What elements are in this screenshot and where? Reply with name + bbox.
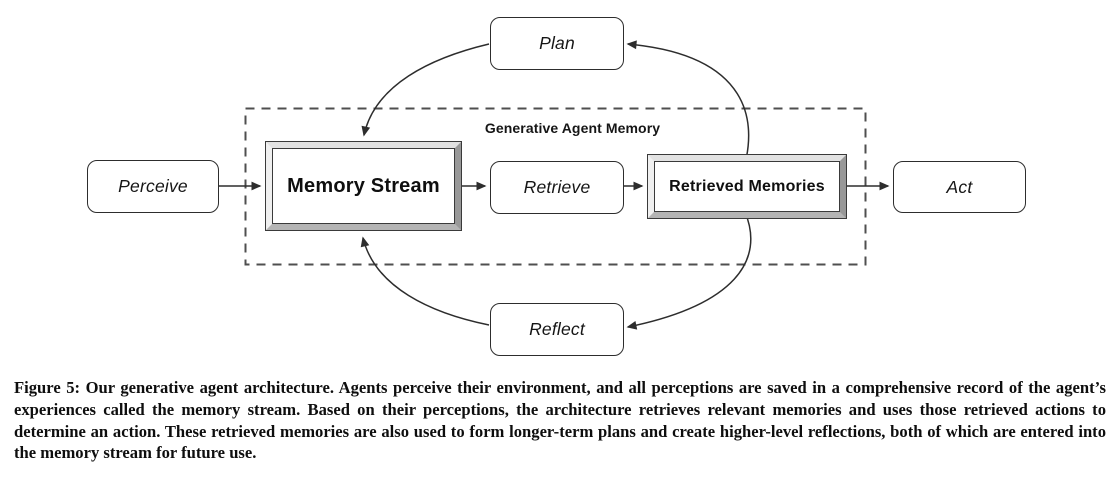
plan-node-label: Plan: [539, 33, 575, 53]
perceive-node: Perceive: [87, 160, 219, 213]
memory-stream-bevel: Memory Stream: [266, 142, 461, 230]
retrieved-memories-bevel: Retrieved Memories: [648, 155, 846, 218]
retrieve-node: Retrieve: [490, 161, 624, 214]
memory-stream-node-label: Memory Stream: [272, 148, 455, 224]
memory-stream-node: Memory Stream: [265, 141, 462, 231]
plan-node: Plan: [490, 17, 624, 70]
act-node: Act: [893, 161, 1026, 213]
retrieve-node-label: Retrieve: [523, 177, 591, 197]
perceive-node-label: Perceive: [118, 176, 188, 196]
reflect-node-label: Reflect: [529, 319, 585, 339]
generative-agent-memory-label: Generative Agent Memory: [484, 120, 661, 136]
retrieved-memories-node: Retrieved Memories: [647, 154, 847, 219]
figure-caption: Figure 5: Our generative agent architect…: [14, 378, 1106, 463]
arrow-reflect-to-memory-stream: [360, 236, 490, 326]
arrow-plan-to-memory-stream: [361, 43, 490, 137]
reflect-node: Reflect: [490, 303, 624, 356]
arrow-retrieved-memories-to-reflect: [626, 211, 752, 330]
retrieved-memories-node-label: Retrieved Memories: [654, 161, 840, 212]
act-node-label: Act: [946, 176, 973, 197]
